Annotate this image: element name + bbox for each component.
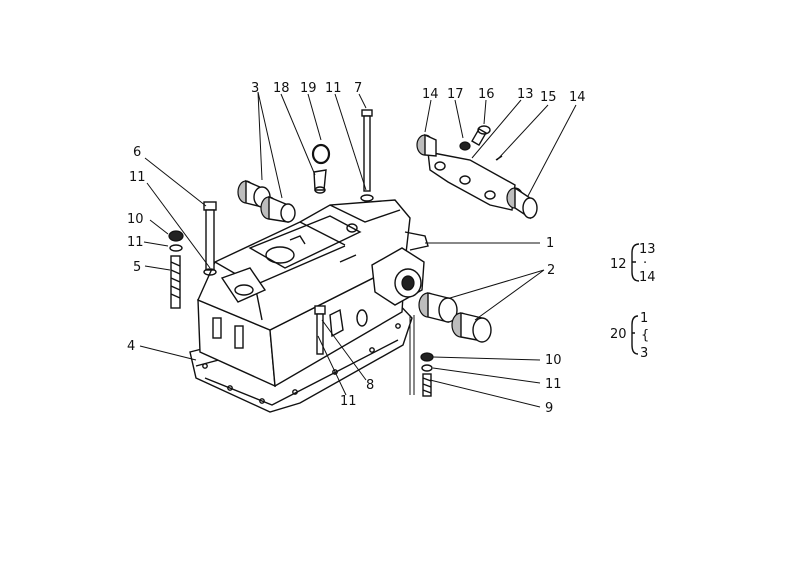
callout-6: 6	[133, 145, 141, 160]
bolt-8	[314, 305, 326, 355]
callout-4: 4	[127, 339, 135, 354]
callout-19: 19	[300, 81, 317, 96]
callout-10b: 10	[545, 353, 562, 368]
group-20-parent: 20	[610, 327, 627, 342]
callout-9: 9	[545, 401, 553, 416]
group-20-item-3: 3	[640, 346, 648, 361]
callout-2: 2	[547, 263, 555, 278]
callout-11e: 11	[340, 394, 357, 409]
callout-15: 15	[540, 90, 557, 105]
leader-lines	[139, 91, 577, 408]
stud-5	[168, 230, 184, 309]
group-12-parent: 12	[610, 257, 627, 272]
callout-5: 5	[133, 260, 141, 275]
bracket-13	[416, 133, 538, 220]
plugs-2	[418, 292, 492, 343]
bolt-6	[203, 201, 217, 276]
callout-10a: 10	[127, 212, 144, 227]
callout-1: 1	[546, 236, 554, 251]
housing-body	[189, 199, 429, 413]
callout-13: 13	[517, 87, 534, 102]
callout-11a: 11	[325, 81, 342, 96]
callout-11b: 11	[129, 170, 146, 185]
group-12-item-14: 14	[639, 270, 656, 285]
stud-9	[420, 352, 434, 397]
group-legend-12: 12 13 · 14	[610, 242, 656, 285]
group-12-item-13: 13	[639, 242, 656, 257]
screw-16	[459, 125, 503, 161]
bolt-7	[360, 109, 374, 202]
group-20-item-1: 1	[640, 311, 648, 326]
callout-17: 17	[447, 87, 464, 102]
callout-3: 3	[251, 81, 259, 96]
group-12-item-dot: ·	[643, 256, 647, 271]
callout-16: 16	[478, 87, 495, 102]
callout-7: 7	[354, 81, 362, 96]
callout-14a: 14	[422, 87, 439, 102]
callout-14b: 14	[569, 90, 586, 105]
group-legend-20: 20 1 { 3	[610, 311, 649, 361]
eyebolt-19	[311, 143, 331, 194]
callout-18: 18	[273, 81, 290, 96]
callouts: 3 18 19 11 7 14 17 16 13 15 14 6 11 10 1…	[127, 81, 586, 416]
plugs-3	[237, 179, 296, 223]
group-20-item-brace: {	[641, 328, 649, 343]
callout-11c: 11	[127, 235, 144, 250]
callout-11d: 11	[545, 377, 562, 392]
callout-8: 8	[366, 378, 374, 393]
